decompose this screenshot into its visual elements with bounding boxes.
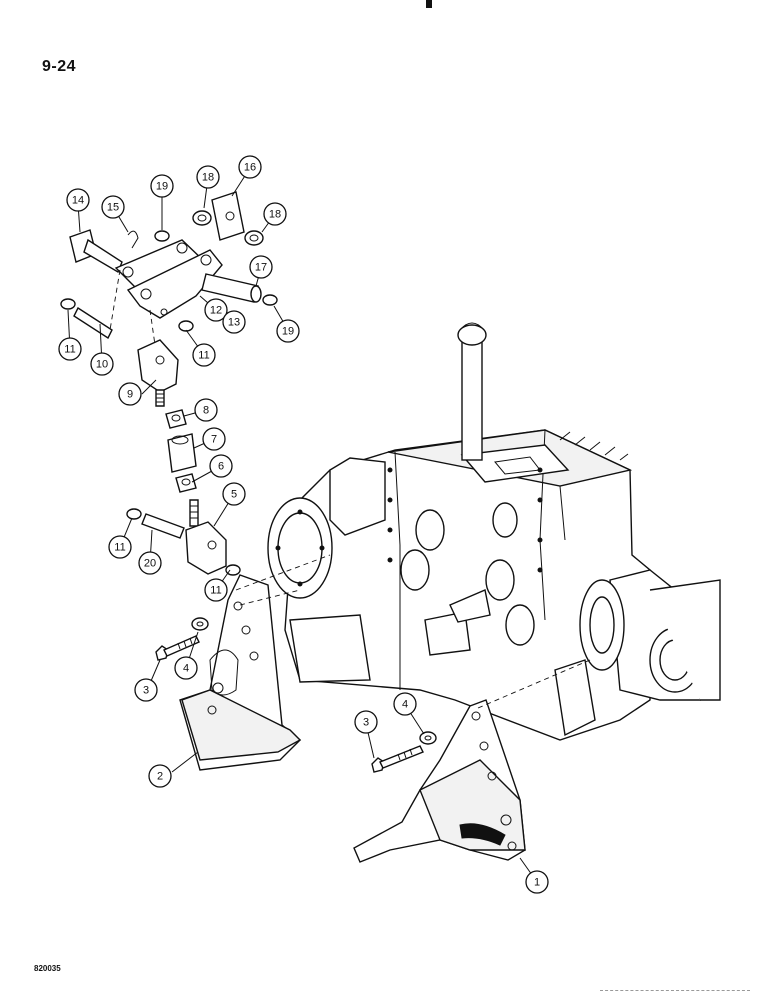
ring-18-upper xyxy=(192,210,212,226)
ring-19-right xyxy=(262,294,278,306)
callout-label: 14 xyxy=(72,195,84,207)
callout-label: 11 xyxy=(210,585,221,597)
nut-6 xyxy=(175,473,197,493)
callout-11: 11 xyxy=(58,337,82,361)
callout-label: 10 xyxy=(96,359,108,371)
callout-6: 6 xyxy=(209,454,233,478)
callout-1: 1 xyxy=(525,870,549,894)
callout-label: 12 xyxy=(210,305,222,317)
callout-12: 12 xyxy=(204,298,228,322)
page-number: 9-24 xyxy=(42,58,77,75)
callout-label: 2 xyxy=(157,771,163,783)
callout-17: 17 xyxy=(249,255,273,279)
clevis-9 xyxy=(137,339,179,407)
callout-18: 18 xyxy=(263,202,287,226)
pin-14 xyxy=(69,229,123,274)
figure-id: 820035 xyxy=(34,964,61,973)
callout-label: 6 xyxy=(218,461,224,473)
callout-7: 7 xyxy=(202,427,226,451)
bolt-3-right xyxy=(371,745,424,773)
callout-4: 4 xyxy=(174,656,198,680)
nut-8 xyxy=(165,409,187,429)
footer-rule xyxy=(600,990,750,991)
callout-label: 11 xyxy=(114,542,125,554)
callout-label: 19 xyxy=(156,181,168,193)
callout-label: 15 xyxy=(107,202,119,214)
clevis-5 xyxy=(185,499,227,575)
bracket-2 xyxy=(179,574,302,771)
callout-label: 18 xyxy=(269,209,281,221)
pin-20 xyxy=(141,513,185,539)
callout-label: 3 xyxy=(143,685,149,697)
pin-10 xyxy=(73,306,113,340)
callout-label: 16 xyxy=(244,162,256,174)
callout-label: 9 xyxy=(127,389,133,401)
callout-4: 4 xyxy=(393,692,417,716)
callout-11: 11 xyxy=(192,343,216,367)
ring-18-lower xyxy=(244,230,264,246)
callout-19: 19 xyxy=(150,174,174,198)
transmission-housing xyxy=(267,322,721,741)
callout-2: 2 xyxy=(148,764,172,788)
callout-label: 4 xyxy=(183,663,189,675)
callout-label: 4 xyxy=(402,699,408,711)
callout-14: 14 xyxy=(66,188,90,212)
callout-label: 13 xyxy=(228,317,240,329)
bracket-1 xyxy=(353,699,526,863)
callout-label: 5 xyxy=(231,489,237,501)
callout-label: 18 xyxy=(202,172,214,184)
callout-label: 1 xyxy=(534,877,540,889)
bolt-3-left xyxy=(155,635,200,661)
bracket-16 xyxy=(211,191,245,241)
callout-label: 11 xyxy=(64,344,75,356)
callout-10: 10 xyxy=(90,352,114,376)
callout-19: 19 xyxy=(276,319,300,343)
callout-label: 20 xyxy=(144,558,156,570)
callout-20: 20 xyxy=(138,551,162,575)
callout-5: 5 xyxy=(222,482,246,506)
callout-16: 16 xyxy=(238,155,262,179)
callout-label: 19 xyxy=(282,326,294,338)
callout-label: 8 xyxy=(203,405,209,417)
callout-label: 3 xyxy=(363,717,369,729)
scan-mark xyxy=(426,0,432,8)
washer-4-left xyxy=(191,617,209,631)
ring-11-lower-right xyxy=(225,564,241,576)
callout-18: 18 xyxy=(196,165,220,189)
ring-11-mid xyxy=(178,320,194,332)
pin-17 xyxy=(201,273,262,303)
ring-19-upper xyxy=(154,230,170,242)
cotter-pin-15 xyxy=(127,230,139,249)
links-12-13 xyxy=(114,239,223,319)
callout-8: 8 xyxy=(194,398,218,422)
callout-label: 11 xyxy=(198,350,209,362)
callout-15: 15 xyxy=(101,195,125,219)
callout-11: 11 xyxy=(204,578,228,602)
callout-label: 17 xyxy=(255,262,267,274)
callout-13: 13 xyxy=(222,310,246,334)
callout-11: 11 xyxy=(108,535,132,559)
washer-4-right xyxy=(419,731,437,745)
callout-label: 7 xyxy=(211,434,217,446)
alignment-lines xyxy=(109,269,591,709)
callout-9: 9 xyxy=(118,382,142,406)
coupling-7 xyxy=(167,433,197,473)
callout-3: 3 xyxy=(134,678,158,702)
ring-11-left xyxy=(60,298,76,310)
callout-3: 3 xyxy=(354,710,378,734)
ring-11-lower-left xyxy=(126,508,142,520)
